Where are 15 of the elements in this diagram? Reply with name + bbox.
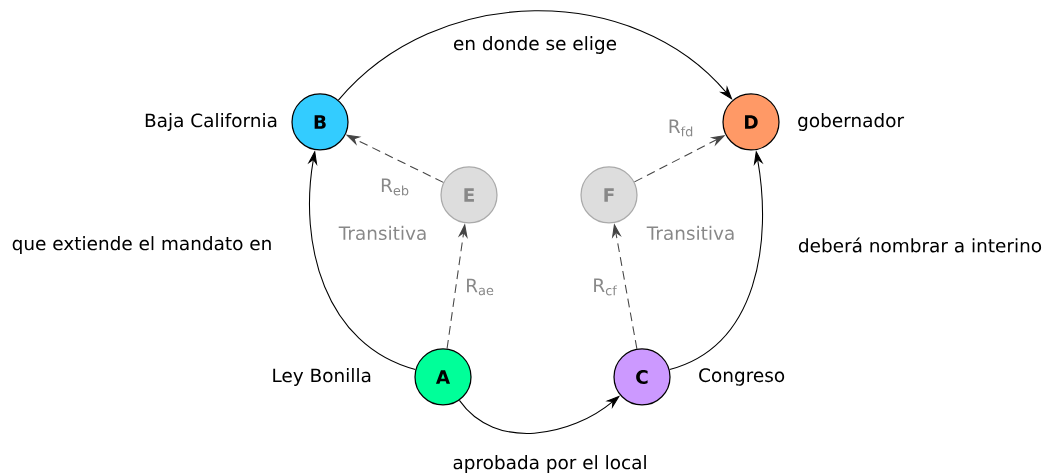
edge-label: R$_{eb}$ — [378, 176, 412, 198]
edge-label: que extiende el mandato en — [9, 234, 275, 256]
edge-label: en donde se elige — [451, 34, 619, 56]
node-label: gobernador — [798, 113, 905, 131]
edge-label: deberá nombrar a interino — [796, 235, 1044, 255]
edge-label: R$_{fd}$ — [666, 117, 696, 139]
node-label: Baja California — [145, 113, 277, 131]
edge-label: aprobada por el local — [450, 453, 650, 474]
edge-label: R$_{ae}$ — [463, 276, 497, 297]
relation-label: Transitiva — [646, 225, 734, 241]
node-label: Ley Bonilla — [273, 368, 371, 386]
node-label: Congreso — [699, 368, 785, 386]
edge-label: R$_{cf}$ — [590, 276, 620, 298]
arrow — [337, 10, 733, 101]
relation-label: Transitiva — [338, 225, 426, 241]
